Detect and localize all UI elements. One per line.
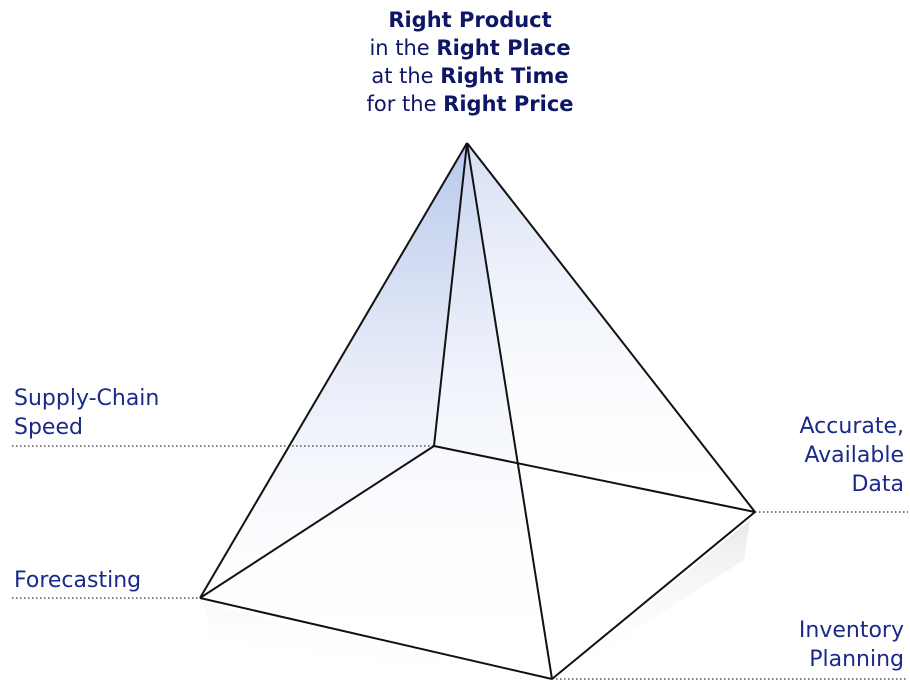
apex-title: Right Product in the Right Place at the … (300, 6, 640, 118)
forecasting-label: Forecasting (14, 566, 141, 595)
pyramid-front-face (200, 143, 552, 679)
apex-line-2: in the Right Place (300, 34, 640, 62)
edge-apex-supply-chain (433, 142, 468, 447)
apex-line-1-bold: Right Product (388, 8, 552, 32)
edge-supply-chain-accurate-data (433, 445, 756, 513)
apex-line-4: for the Right Price (300, 90, 640, 118)
pyramid-back-right-face (434, 143, 755, 512)
apex-line-1: Right Product (300, 6, 640, 34)
apex-line-2-bold: Right Place (436, 36, 571, 60)
inventory-label: Inventory Planning (799, 616, 904, 674)
accurate-data-line-2: Available (804, 443, 904, 468)
apex-line-4-prefix: for the (366, 92, 444, 116)
edge-forecasting-supply-chain (199, 445, 435, 599)
accurate-data-line-1: Accurate, (799, 414, 904, 439)
edge-apex-inventory (466, 142, 553, 680)
apex-line-3: at the Right Time (300, 62, 640, 90)
edge-apex-accurate-data (466, 142, 756, 513)
supply-chain-line-2: Speed (14, 415, 83, 440)
apex-line-3-bold: Right Time (440, 64, 569, 88)
edge-apex-forecasting (199, 142, 468, 599)
edge-accurate-data-inventory (551, 511, 756, 680)
inventory-line-2: Planning (809, 647, 904, 672)
accurate-data-label: Accurate, Available Data (800, 412, 904, 499)
supply-chain-line-1: Supply-Chain (14, 386, 160, 411)
apex-line-4-bold: Right Price (443, 92, 574, 116)
base-reflection (205, 520, 750, 684)
apex-line-3-prefix: at the (371, 64, 441, 88)
inventory-line-1: Inventory (798, 618, 904, 643)
forecasting-line-1: Forecasting (14, 568, 142, 593)
supply-chain-label: Supply-Chain Speed (14, 384, 159, 442)
apex-line-2-prefix: in the (369, 36, 437, 60)
accurate-data-line-3: Data (851, 472, 904, 497)
edge-inventory-forecasting (199, 597, 553, 680)
